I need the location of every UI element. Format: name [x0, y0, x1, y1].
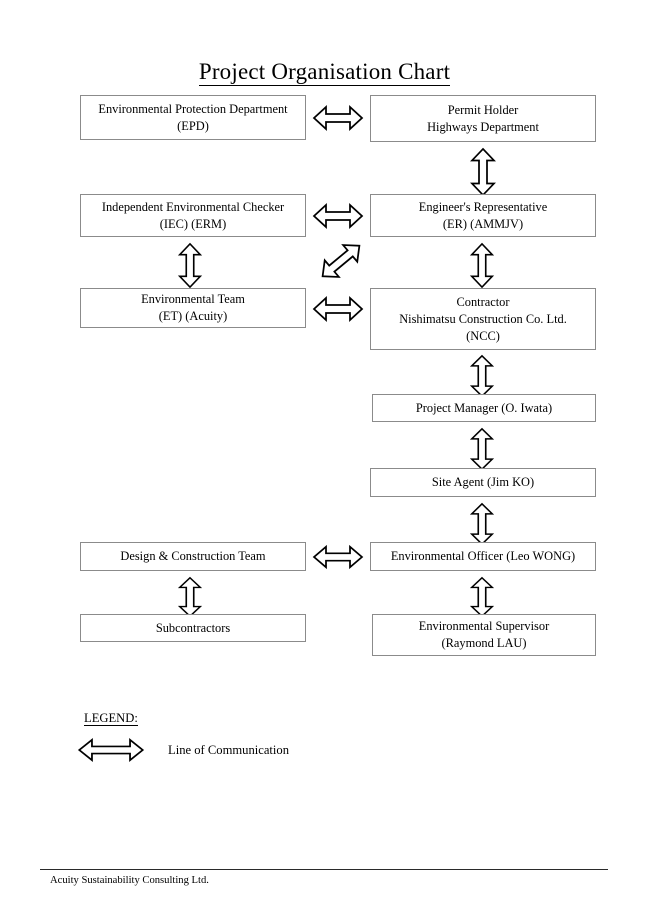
- node-environmental-team-line-1: Environmental Team: [141, 292, 245, 306]
- node-contractor-line-2: Nishimatsu Construction Co. Ltd.: [399, 311, 567, 326]
- arrow-er-contractor: [468, 242, 496, 289]
- node-iec: Independent Environmental Checker (IEC) …: [80, 194, 306, 237]
- node-permit-holder-line-1: Permit Holder: [447, 102, 519, 117]
- arrow-et-contractor: [312, 294, 364, 324]
- node-contractor-line-3: (NCC): [466, 328, 500, 343]
- node-environmental-supervisor: Environmental Supervisor (Raymond LAU): [372, 614, 596, 656]
- arrow-contractor-project-manager: [468, 354, 496, 398]
- node-engineers-representative: Engineer's Representative (ER) (AMMJV): [370, 194, 596, 237]
- node-site-agent-line-1: Site Agent (Jim KO): [431, 475, 535, 489]
- arrow-et-er-diagonal: [316, 240, 366, 282]
- node-engineers-representative-line-1: Engineer's Representative: [418, 199, 548, 214]
- node-environmental-officer: Environmental Officer (Leo WONG): [370, 542, 596, 571]
- footer-text: Acuity Sustainability Consulting Ltd.: [50, 875, 209, 886]
- legend-heading: LEGEND:: [84, 710, 138, 726]
- node-design-construction-team: Design & Construction Team: [80, 542, 306, 571]
- node-iec-line-1: Independent Environmental Checker: [101, 199, 285, 214]
- arrow-site-agent-environmental-officer: [468, 502, 496, 546]
- arrow-permit-holder-er: [468, 147, 498, 197]
- node-environmental-team-line-2: (ET) (Acuity): [158, 309, 228, 323]
- legend-double-arrow-icon: [77, 737, 145, 763]
- legend-entry-label: Line of Communication: [168, 743, 290, 757]
- node-epd-line-2: (EPD): [177, 118, 209, 133]
- arrow-design-construction-team-subcontractors: [176, 576, 204, 618]
- node-subcontractors: Subcontractors: [80, 614, 306, 642]
- node-environmental-supervisor-line-2: (Raymond LAU): [441, 636, 527, 650]
- node-project-manager: Project Manager (O. Iwata): [372, 394, 596, 422]
- page-title-text: Project Organisation Chart: [198, 59, 451, 86]
- legend-heading-text: LEGEND:: [84, 711, 138, 726]
- node-contractor: Contractor Nishimatsu Construction Co. L…: [370, 288, 596, 350]
- footer-divider: [40, 869, 608, 870]
- page-title: Project Organisation Chart: [0, 58, 649, 86]
- node-engineers-representative-line-2: (ER) (AMMJV): [442, 216, 524, 231]
- node-epd: Environmental Protection Department (EPD…: [80, 95, 306, 140]
- node-permit-holder-line-2: Highways Department: [427, 119, 539, 134]
- node-contractor-line-1: Contractor: [456, 294, 510, 309]
- node-environmental-team: Environmental Team (ET) (Acuity): [80, 288, 306, 328]
- node-subcontractors-line-1: Subcontractors: [155, 620, 231, 635]
- node-epd-line-1: Environmental Protection Department: [98, 101, 288, 116]
- arrow-epd-permit-holder: [312, 103, 364, 133]
- node-design-construction-team-line-1: Design & Construction Team: [120, 549, 266, 563]
- node-project-manager-line-1: Project Manager (O. Iwata): [415, 400, 553, 415]
- arrow-environmental-officer-environmental-supervisor: [468, 576, 496, 618]
- node-iec-line-2: (IEC) (ERM): [159, 216, 227, 231]
- node-site-agent: Site Agent (Jim KO): [370, 468, 596, 497]
- arrow-iec-er: [312, 201, 364, 231]
- node-permit-holder: Permit Holder Highways Department: [370, 95, 596, 142]
- node-environmental-officer-line-1: Environmental Officer (Leo WONG): [390, 549, 576, 563]
- node-environmental-supervisor-line-1: Environmental Supervisor: [418, 619, 550, 633]
- arrow-iec-et: [176, 242, 204, 289]
- arrow-design-construction-team-environmental-officer: [312, 543, 364, 571]
- arrow-project-manager-site-agent: [468, 427, 496, 471]
